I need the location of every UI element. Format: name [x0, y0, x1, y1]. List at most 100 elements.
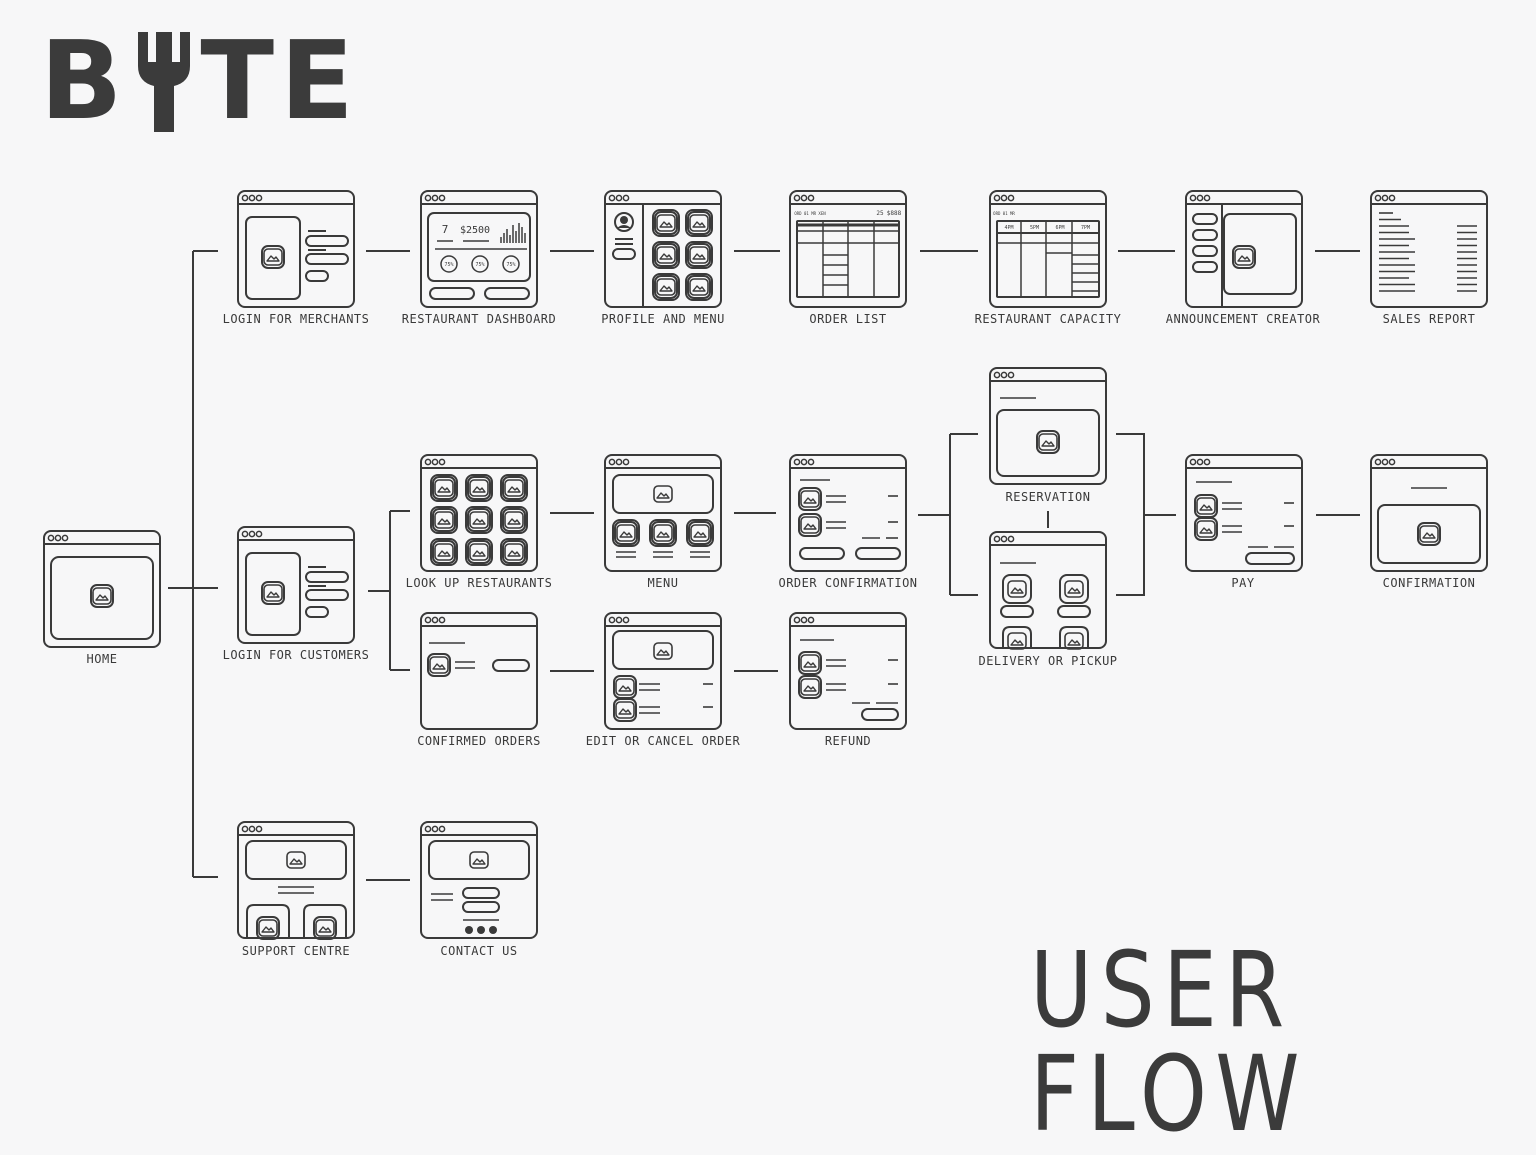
- window-dot-icon: [1203, 194, 1211, 202]
- support-tile: [246, 904, 290, 938]
- menu-tile: [685, 273, 713, 301]
- window-dot-icon: [622, 458, 630, 466]
- login-image: [245, 216, 301, 300]
- time-slot: 7PM: [1081, 225, 1090, 231]
- refund-button: [861, 708, 899, 721]
- image-icon: [1064, 580, 1084, 598]
- login-button: [305, 606, 329, 618]
- menu-tile: [649, 519, 677, 547]
- window-frame: [604, 612, 722, 730]
- avatar-body: [617, 225, 631, 228]
- window-frame: [420, 821, 538, 939]
- window-dot-icon: [1000, 194, 1008, 202]
- screen-contact-us: [420, 821, 538, 939]
- image-icon: [653, 485, 673, 503]
- image-icon: [800, 490, 820, 508]
- image-icon: [689, 214, 709, 232]
- image-frame: [798, 675, 822, 699]
- window-frame: [789, 454, 907, 572]
- image-icon: [656, 246, 676, 264]
- window-dot-icon: [54, 534, 62, 542]
- window-dot-icon: [424, 194, 432, 202]
- window-dot-icon: [993, 194, 1001, 202]
- image-icon: [689, 278, 709, 296]
- restaurant-tile: [465, 538, 493, 566]
- image-icon: [469, 851, 489, 869]
- announcement-image: [1223, 213, 1297, 295]
- menu-tile: [652, 241, 680, 269]
- dial: [502, 255, 520, 273]
- window-frame: [237, 190, 355, 308]
- window-dot-icon: [608, 616, 616, 624]
- connector-order-split: [918, 433, 978, 596]
- image-frame: [467, 508, 491, 532]
- menu-tile: [685, 241, 713, 269]
- menu-tile: [612, 519, 640, 547]
- image-icon: [469, 543, 489, 561]
- image-frame: [687, 243, 711, 267]
- window-frame: [1370, 454, 1488, 572]
- window-dot-icon: [1388, 194, 1396, 202]
- input-field: [305, 253, 349, 265]
- screen-confirmed-orders: [420, 612, 538, 730]
- restaurant-tile: [500, 474, 528, 502]
- screen-support-centre: [237, 821, 355, 940]
- login-button: [305, 270, 329, 282]
- image-icon: [616, 524, 636, 542]
- time-slot: 5PM: [1030, 225, 1039, 231]
- screen-login-customers: [237, 526, 355, 644]
- window-dot-icon: [431, 194, 439, 202]
- label-reservation: Reservation: [1005, 490, 1091, 504]
- window-dot-icon: [248, 530, 256, 538]
- image-icon: [258, 919, 278, 937]
- image-icon: [504, 511, 524, 529]
- window-dot-icon: [622, 194, 630, 202]
- screen-profile-menu: [604, 190, 722, 308]
- image-icon: [1196, 497, 1216, 515]
- window-dot-icon: [438, 458, 446, 466]
- connector-home-trunk: [168, 250, 218, 878]
- image-icon: [1419, 525, 1439, 543]
- screen-look-up-restaurants: [420, 454, 538, 572]
- image-icon: [690, 524, 710, 542]
- image-frame: [502, 540, 526, 564]
- window-dot-icon: [431, 616, 439, 624]
- window-frame: [1185, 454, 1303, 572]
- image-frame: [502, 508, 526, 532]
- label-refund: Refund: [824, 734, 872, 748]
- label-order-confirmation: Order confirmation: [778, 576, 918, 590]
- featured-image: [612, 474, 714, 514]
- fork-icon: [136, 32, 192, 132]
- menu-tile: [686, 519, 714, 547]
- time-slot: 4PM: [1004, 225, 1013, 231]
- dial-value: 75%: [475, 262, 484, 268]
- image-frame: [1417, 522, 1441, 546]
- login-image: [245, 552, 301, 636]
- label-home: Home: [86, 652, 118, 666]
- window-dot-icon: [793, 458, 801, 466]
- label-confirmation: Confirmation: [1382, 576, 1476, 590]
- window-dot-icon: [1189, 458, 1197, 466]
- image-icon: [653, 642, 673, 660]
- label-announcement-creator: Announcement creator: [1165, 312, 1321, 326]
- order-header: ORD 01 MR XEN: [794, 211, 826, 216]
- option-tile: [1002, 574, 1032, 604]
- window-dot-icon: [438, 825, 446, 833]
- label-restaurant-dashboard: Restaurant dashboard: [401, 312, 557, 326]
- restaurant-tile: [465, 506, 493, 534]
- window-dot-icon: [241, 825, 249, 833]
- window-dot-icon: [615, 616, 623, 624]
- image-icon: [656, 278, 676, 296]
- image-frame: [432, 540, 456, 564]
- label-support-centre: Support centre: [241, 944, 351, 958]
- image-icon: [800, 678, 820, 696]
- view-button: [492, 659, 530, 672]
- dashboard-panel: [427, 212, 531, 282]
- label-edit-cancel-order: Edit or cancel order: [585, 734, 741, 748]
- sidebar-button: [1192, 229, 1218, 241]
- image-frame: [432, 476, 456, 500]
- screen-edit-cancel-order: [604, 612, 722, 730]
